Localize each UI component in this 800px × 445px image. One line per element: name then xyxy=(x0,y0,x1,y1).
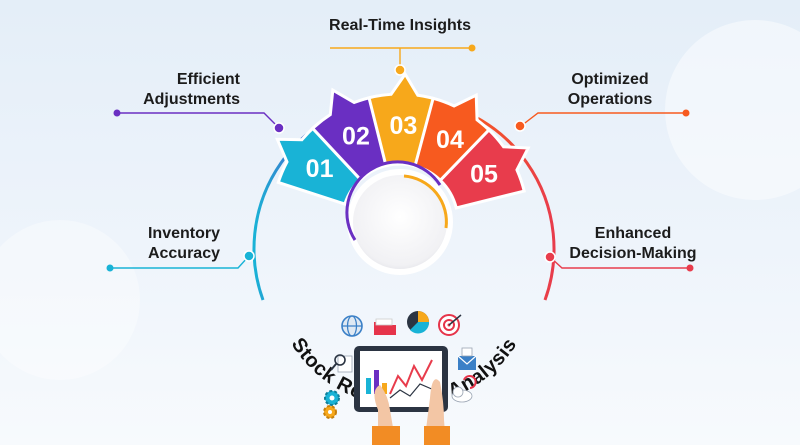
label-step-05: Enhanced Decision-Making xyxy=(558,224,708,264)
ring-node-03 xyxy=(394,64,406,76)
label-step-05-line2: Decision-Making xyxy=(569,245,697,262)
segment-05 xyxy=(438,127,531,210)
connector-dot-05 xyxy=(686,264,694,272)
bg-bubble xyxy=(0,220,140,380)
segment-02 xyxy=(310,87,391,182)
tablet-line xyxy=(389,359,433,395)
connector-dot-02 xyxy=(113,109,121,117)
segment-number-04: 04 xyxy=(436,126,464,154)
connector-04 xyxy=(520,112,686,127)
label-step-01-line1: Inventory xyxy=(147,225,220,242)
globe-icon xyxy=(341,315,363,337)
gears-icon xyxy=(323,390,340,419)
sleeve-right xyxy=(424,426,450,445)
connector-02 xyxy=(117,112,280,129)
ring-node-05 xyxy=(544,251,556,263)
label-step-03-line1: Real-Time Insights xyxy=(329,17,471,34)
magnifier-icon xyxy=(330,354,353,373)
label-step-04-line1: Optimized xyxy=(571,71,649,88)
label-step-04: Optimized Operations xyxy=(540,70,680,110)
sleeve-left xyxy=(372,426,400,445)
label-step-01: Inventory Accuracy xyxy=(148,224,220,264)
ring-node-04 xyxy=(514,120,526,132)
tablet-line xyxy=(389,383,435,399)
envelope-icon xyxy=(457,347,477,370)
pie-chart-icon xyxy=(407,311,430,334)
segment-number-01: 01 xyxy=(306,155,334,183)
connector-dot-04 xyxy=(682,109,690,117)
tablet-bar xyxy=(382,383,387,394)
connector-dot-01 xyxy=(106,264,114,272)
tablet-bar xyxy=(366,378,371,394)
label-step-01-line2: Accuracy xyxy=(147,245,220,262)
cloud-icon xyxy=(451,375,477,403)
tablet-illustration xyxy=(354,346,450,445)
folder-icon xyxy=(374,318,396,335)
label-step-04-line2: Operations xyxy=(567,91,653,108)
connectors xyxy=(106,44,694,272)
segment-number-02: 02 xyxy=(342,123,370,151)
segment-number-03: 03 xyxy=(389,112,417,140)
ring-node-02 xyxy=(273,122,285,134)
hub-arc-left xyxy=(345,160,442,241)
tablet-bar xyxy=(374,370,379,394)
label-step-02: Efficient Adjustments xyxy=(143,70,240,110)
bg-bubble xyxy=(665,20,800,200)
target-icon xyxy=(438,314,462,336)
label-step-05-line1: Enhanced xyxy=(594,225,672,242)
ring-node-01 xyxy=(243,250,255,262)
hub-arc-right xyxy=(403,174,448,229)
label-step-02-line1: Efficient xyxy=(176,71,240,88)
connector-01 xyxy=(110,256,249,269)
center-hub xyxy=(347,169,453,275)
label-step-02-line2: Adjustments xyxy=(143,91,240,108)
connector-dot-03 xyxy=(468,44,476,52)
label-step-03: Real-Time Insights xyxy=(300,16,500,36)
segment-number-05: 05 xyxy=(470,161,498,189)
